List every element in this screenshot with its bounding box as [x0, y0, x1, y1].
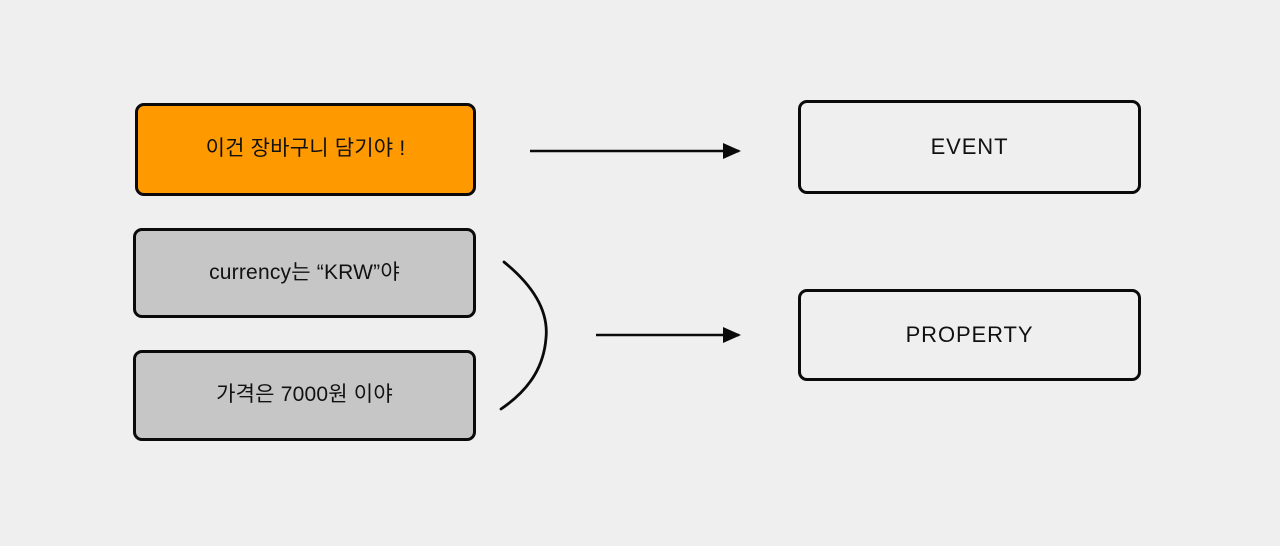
arc-brace-icon	[499, 260, 548, 411]
concept-property-label: PROPERTY	[905, 322, 1034, 347]
concept-box-event[interactable]: EVENT	[798, 100, 1141, 194]
utterance-box-price[interactable]: 가격은 7000원 이야	[133, 350, 476, 441]
utterance-box-intent[interactable]: 이건 장바구니 담기야 !	[135, 103, 476, 196]
concept-event-label: EVENT	[930, 134, 1009, 159]
utterance-box-currency[interactable]: currency는 “KRW”야	[133, 228, 476, 318]
concept-box-property[interactable]: PROPERTY	[798, 289, 1141, 381]
utterance-intent-label: 이건 장바구니 담기야 !	[205, 137, 406, 161]
utterance-price-label: 가격은 7000원 이야	[216, 383, 393, 407]
utterance-currency-label: currency는 “KRW”야	[209, 260, 400, 284]
